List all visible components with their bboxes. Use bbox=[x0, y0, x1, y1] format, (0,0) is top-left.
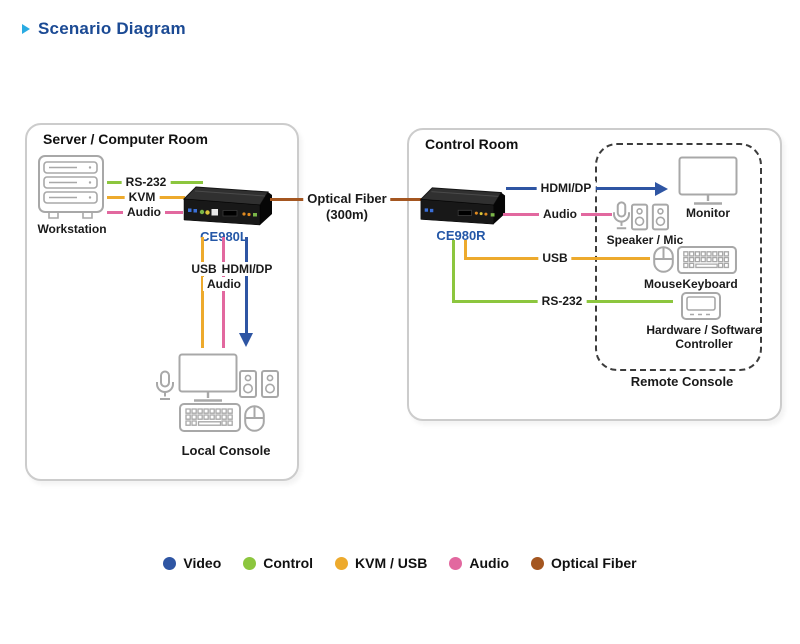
legend-item-control: Control bbox=[243, 555, 313, 571]
remote-speakers-icon bbox=[631, 203, 669, 231]
local-video-line bbox=[245, 237, 248, 334]
legend-label-audio: Audio bbox=[469, 555, 510, 571]
local-speakers-icon bbox=[239, 370, 279, 399]
legend-label-control: Control bbox=[263, 555, 314, 571]
legend-label-kvm-usb: KVM / USB bbox=[355, 555, 428, 571]
legend-item-video: Video bbox=[163, 555, 221, 571]
legend-item-optical-fiber: Optical Fiber bbox=[531, 555, 637, 571]
legend-item-kvm-usb: KVM / USB bbox=[335, 555, 427, 571]
control-room-title: Control Room bbox=[425, 136, 519, 152]
local-monitor-icon bbox=[178, 353, 238, 404]
local-hdmi-label: HDMI/DP bbox=[217, 262, 277, 276]
control-legend-dot-icon bbox=[243, 556, 257, 570]
kvm-link-label: KVM bbox=[124, 190, 160, 204]
remote-hdmi-arrowhead bbox=[655, 181, 668, 196]
remote-speaker-mic-label: Speaker / Mic bbox=[606, 233, 684, 247]
remote-rs232-vline bbox=[452, 240, 455, 303]
remote-keyboard-label: Keyboard bbox=[682, 277, 738, 291]
optical-fiber-label: Optical Fiber bbox=[303, 192, 391, 206]
ce980r-label: CE980R bbox=[436, 228, 486, 243]
remote-keyboard-icon bbox=[677, 246, 737, 274]
ce980r-device bbox=[417, 184, 506, 228]
server-room-title: Server / Computer Room bbox=[43, 131, 208, 147]
local-mic-icon bbox=[155, 370, 175, 403]
audio-legend-dot-icon bbox=[449, 556, 463, 570]
control-room-panel bbox=[407, 128, 782, 421]
kvm-usb-legend-dot-icon bbox=[335, 556, 349, 570]
local-usb-label: USB bbox=[187, 262, 221, 276]
remote-rs232-label: RS-232 bbox=[537, 294, 587, 308]
remote-mic-icon bbox=[612, 201, 631, 232]
local-console-label: Local Console bbox=[181, 443, 271, 458]
remote-usb-label: USB bbox=[538, 251, 572, 265]
title-arrow-icon bbox=[22, 24, 30, 34]
remote-controller-icon bbox=[681, 292, 721, 320]
local-audio-label: Audio bbox=[203, 277, 245, 291]
remote-controller-label-line1: Hardware / Software bbox=[646, 323, 762, 337]
remote-usb-vline bbox=[464, 240, 467, 260]
optical-fiber-legend-dot-icon bbox=[531, 556, 545, 570]
remote-monitor-label: Monitor bbox=[686, 206, 730, 220]
ce980l-label: CE980L bbox=[200, 229, 248, 244]
legend: Video Control KVM / USB Audio Optical Fi… bbox=[0, 555, 800, 571]
legend-item-audio: Audio bbox=[449, 555, 509, 571]
remote-console-label: Remote Console bbox=[630, 374, 734, 389]
remote-audio-label: Audio bbox=[539, 207, 581, 221]
local-keyboard-icon bbox=[179, 403, 241, 432]
local-usb-line bbox=[201, 237, 204, 348]
optical-fiber-distance: (300m) bbox=[322, 208, 372, 222]
remote-controller-label-line2: Controller bbox=[675, 337, 733, 351]
local-mouse-icon bbox=[244, 405, 265, 432]
ce980l-device bbox=[180, 183, 272, 229]
video-legend-dot-icon bbox=[163, 556, 177, 570]
local-audio-line bbox=[222, 237, 225, 348]
local-video-arrowhead bbox=[239, 333, 253, 347]
remote-hdmi-label: HDMI/DP bbox=[536, 181, 596, 195]
audio-link-label: Audio bbox=[123, 205, 165, 219]
page-title: Scenario Diagram bbox=[38, 19, 186, 38]
remote-monitor-icon bbox=[678, 156, 738, 207]
rs232-link-label: RS-232 bbox=[121, 175, 171, 189]
remote-mouse-icon bbox=[653, 246, 674, 273]
legend-label-video: Video bbox=[183, 555, 222, 571]
legend-label-optical-fiber: Optical Fiber bbox=[551, 555, 637, 571]
workstation-label: Workstation bbox=[37, 222, 107, 236]
workstation-icon bbox=[37, 154, 107, 220]
remote-mouse-label: Mouse bbox=[643, 277, 683, 291]
